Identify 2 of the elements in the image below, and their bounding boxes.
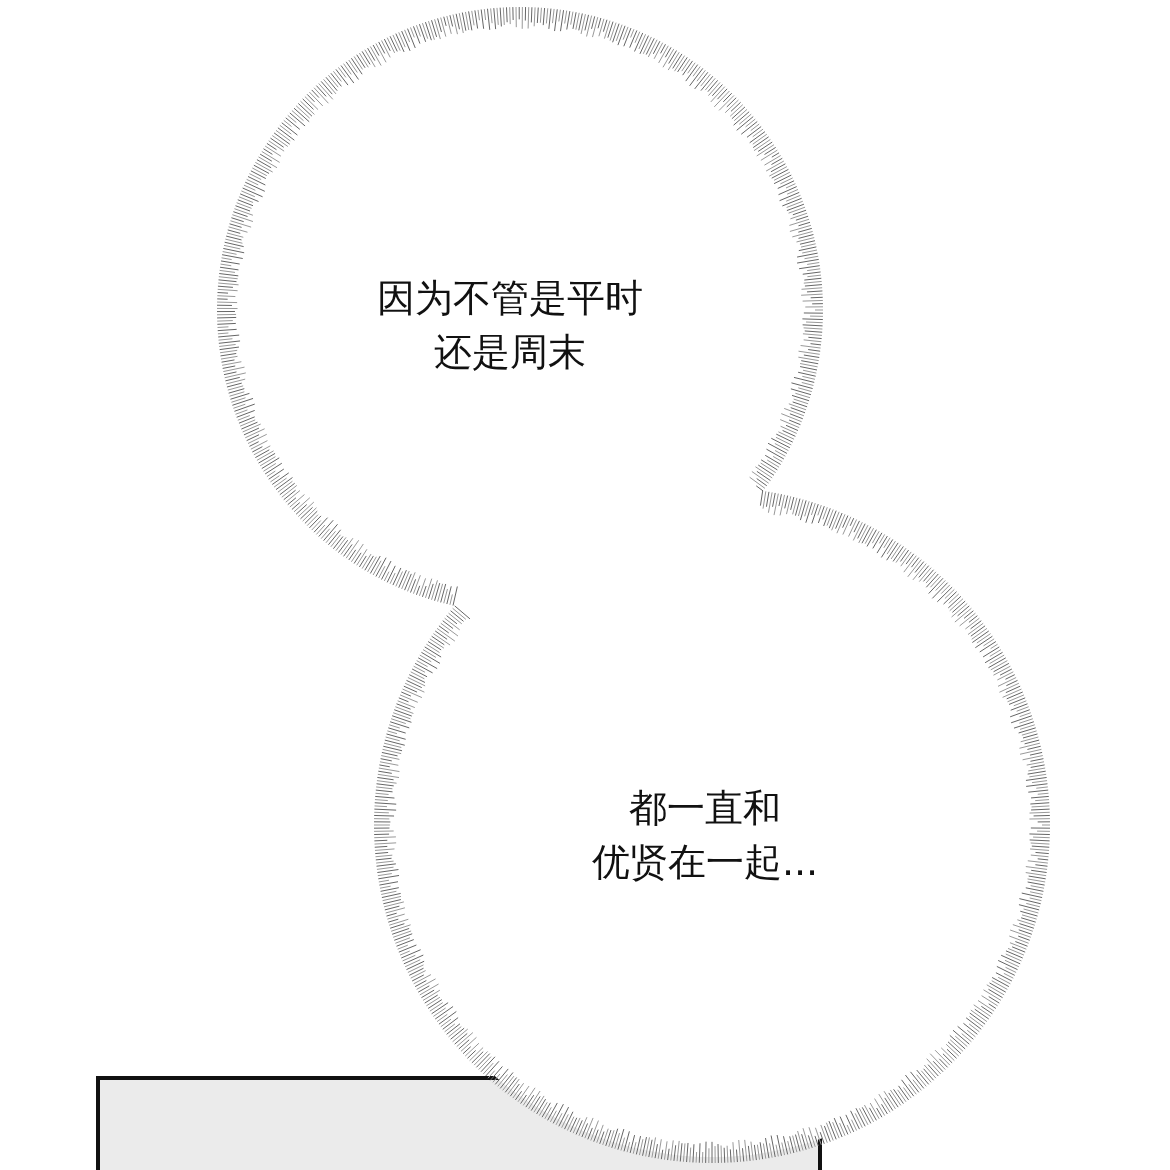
bubble-text: 因为不管是平时还是周末 — [377, 275, 643, 376]
bubble-text: 都一直和优贤在一起... — [591, 785, 819, 886]
